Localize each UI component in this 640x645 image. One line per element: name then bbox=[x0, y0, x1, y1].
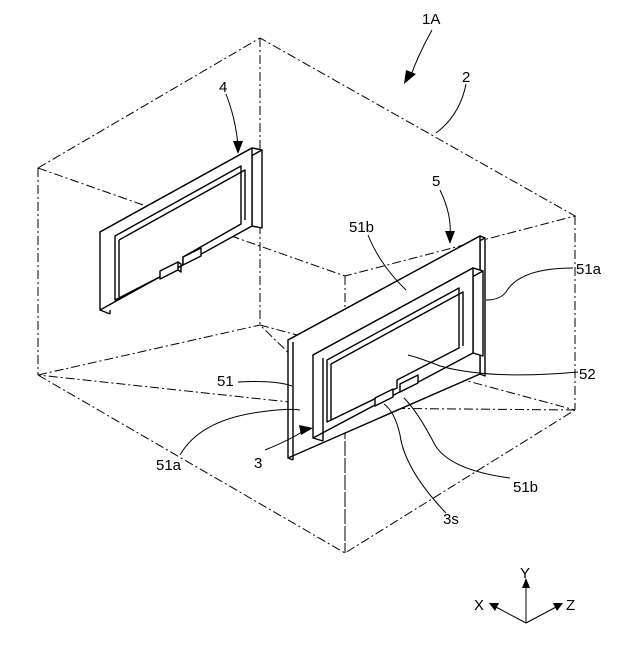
label-5: 5 bbox=[432, 173, 440, 190]
label-3s: 3s bbox=[443, 511, 459, 528]
label-2: 2 bbox=[462, 69, 470, 86]
label-51b-top: 51b bbox=[349, 219, 374, 236]
label-51a-right: 51a bbox=[576, 261, 602, 278]
reference-numerals: 1A 2 4 5 51b 51a 52 51 51a 3 51b 3s bbox=[156, 11, 602, 528]
axis-label-x: X bbox=[474, 597, 484, 614]
z-arrow-icon bbox=[553, 603, 563, 611]
axis-label-y: Y bbox=[520, 565, 530, 582]
label-3: 3 bbox=[254, 455, 262, 472]
label-51a-left: 51a bbox=[156, 457, 182, 474]
x-arrow-icon bbox=[489, 603, 499, 611]
coil-4 bbox=[100, 148, 262, 314]
label-4: 4 bbox=[219, 79, 227, 96]
leader-lines bbox=[180, 30, 578, 513]
axis-label-z: Z bbox=[566, 597, 575, 614]
label-51: 51 bbox=[217, 373, 234, 390]
coordinate-axes: Y X Z bbox=[474, 565, 575, 623]
label-51b-bottom: 51b bbox=[513, 479, 538, 496]
label-52: 52 bbox=[579, 366, 596, 383]
label-1A: 1A bbox=[422, 11, 440, 28]
